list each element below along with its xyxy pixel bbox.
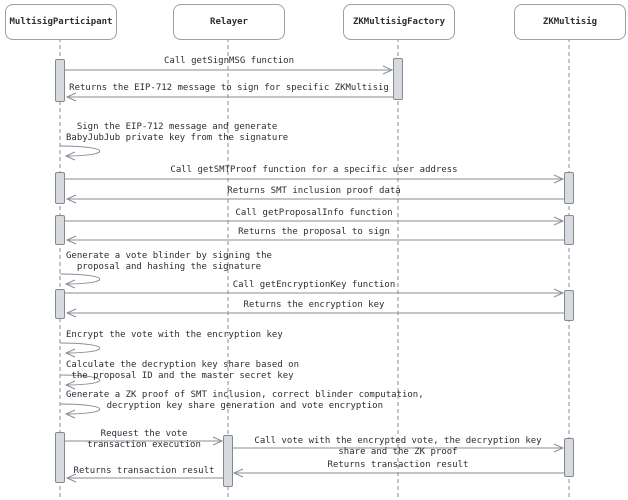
activation-bar — [55, 215, 65, 245]
activation-bar — [55, 289, 65, 319]
arrowhead-right-icon — [553, 443, 565, 453]
message-label: Returns SMT inclusion proof data — [227, 186, 401, 196]
message-label: Call getEncryptionKey function — [232, 280, 396, 290]
actor-zkmultisig-factory: ZKMultisigFactory — [343, 4, 455, 40]
self-loop-line — [59, 342, 101, 354]
activation-bar — [564, 290, 574, 321]
self-loops — [59, 145, 101, 419]
self-loop-line — [59, 273, 101, 285]
actor-multisig-participant: MultisigParticipant — [5, 4, 117, 40]
activation-bar — [223, 435, 233, 487]
actor-label: ZKMultisig — [542, 17, 598, 27]
arrowhead-left-icon — [65, 194, 77, 204]
arrowhead-left-icon — [64, 151, 76, 161]
message-label: Call getSMTProof function for a specific… — [170, 165, 458, 175]
actor-label: MultisigParticipant — [9, 17, 113, 27]
self-message-label: Calculate the decryption key share based… — [66, 360, 299, 381]
message-label: Returns transaction result — [327, 460, 469, 470]
message-label: Returns the proposal to sign — [238, 227, 390, 237]
actor-label: Relayer — [210, 17, 248, 27]
self-message-label: Generate a ZK proof of SMT inclusion, co… — [66, 390, 424, 411]
arrowhead-left-icon — [65, 473, 77, 483]
arrowhead-left-icon — [64, 380, 76, 390]
actor-zkmultisig: ZKMultisig — [514, 4, 626, 40]
arrowhead-left-icon — [64, 409, 76, 419]
arrowhead-left-icon — [65, 92, 77, 102]
message-label: Returns transaction result — [73, 466, 215, 476]
self-message-label: Encrypt the vote with the encryption key — [66, 330, 283, 340]
actor-label: ZKMultisigFactory — [352, 17, 446, 27]
self-loop-line — [59, 403, 101, 415]
arrowhead-right-icon — [553, 288, 565, 298]
arrowhead-right-icon — [382, 65, 394, 75]
message-label: Call vote with the encrypted vote, the d… — [254, 436, 542, 457]
self-loop-line — [59, 145, 101, 157]
arrowhead-left-icon — [64, 348, 76, 358]
arrowhead-left-icon — [65, 308, 77, 318]
actor-relayer: Relayer — [173, 4, 285, 40]
self-loop-line — [59, 374, 101, 386]
arrowhead-right-icon — [553, 174, 565, 184]
activation-bar — [564, 215, 574, 245]
arrowhead-left-icon — [64, 279, 76, 289]
arrowhead-right-icon — [553, 216, 565, 226]
activation-bar — [564, 172, 574, 204]
message-arrows — [65, 65, 565, 483]
arrowhead-left-icon — [232, 468, 244, 478]
activation-bar — [55, 432, 65, 483]
message-label: Call getProposalInfo function — [235, 208, 393, 218]
arrowhead-right-icon — [212, 436, 224, 446]
activation-bar — [393, 58, 403, 100]
activation-bar — [564, 438, 574, 477]
activation-bar — [55, 172, 65, 204]
arrowhead-left-icon — [65, 235, 77, 245]
message-label: Returns the encryption key — [243, 300, 385, 310]
activation-bar — [55, 59, 65, 102]
message-label: Call getSignMSG function — [163, 56, 295, 66]
message-label: Returns the EIP-712 message to sign for … — [69, 83, 389, 93]
